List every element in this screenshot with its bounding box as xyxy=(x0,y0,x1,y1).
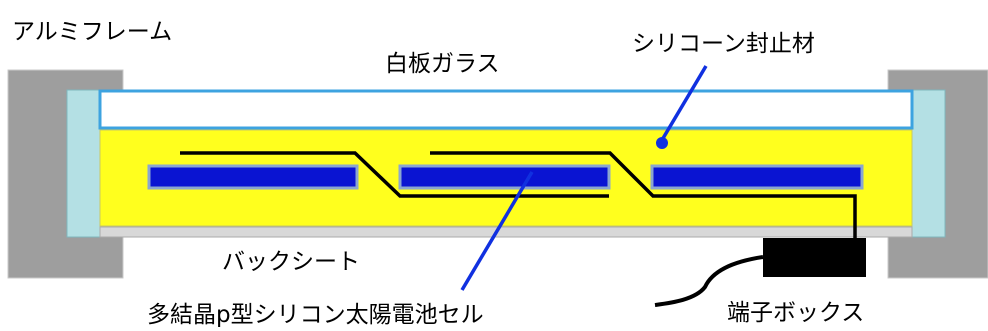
solar-cell xyxy=(147,164,359,190)
interconnect-ribbon xyxy=(180,151,609,198)
solar-cell xyxy=(398,164,611,190)
silicone-sealant-label: シリコーン封止材 xyxy=(632,31,815,57)
interconnect-ribbon xyxy=(430,151,857,240)
sealant-pointer xyxy=(656,65,708,149)
junction-box-label: 端子ボックス xyxy=(727,300,864,326)
white-glass-layer xyxy=(98,89,914,130)
aluminum-frame-label: アルミフレーム xyxy=(12,19,172,45)
junction-box-cable xyxy=(654,255,764,307)
back-sheet-layer xyxy=(99,226,913,238)
polycrystalline-cell-label: 多結晶p型シリコン太陽電池セル xyxy=(147,302,484,328)
white-glass-label: 白板ガラス xyxy=(385,51,500,77)
back-sheet-label: バックシート xyxy=(222,249,360,275)
cell-pointer-line xyxy=(460,171,534,291)
junction-box xyxy=(763,238,866,277)
solar-cell xyxy=(650,164,864,190)
